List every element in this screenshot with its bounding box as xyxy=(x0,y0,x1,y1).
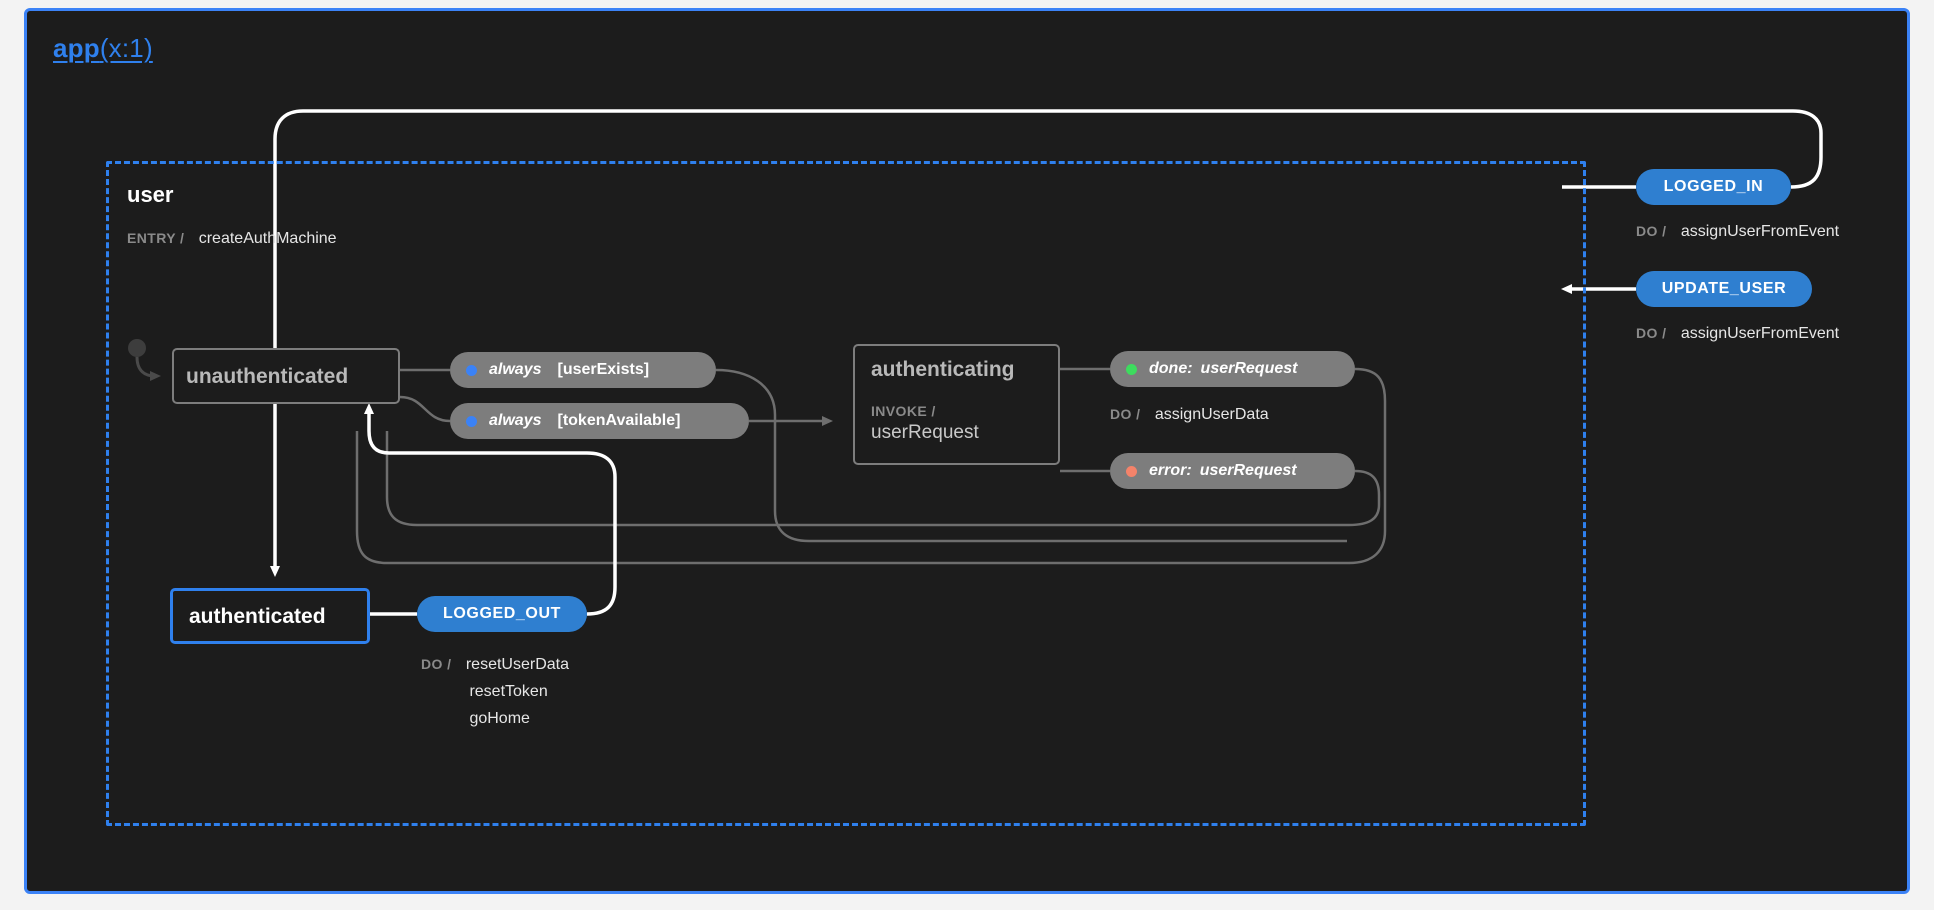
transition-pill-logged-out[interactable]: LOGGED_OUT xyxy=(417,596,587,632)
entry-keyword: ENTRY / xyxy=(127,230,185,246)
machine-title[interactable]: app(x:1) xyxy=(53,33,153,64)
action-row: DO / resetUserData xyxy=(421,651,569,678)
action-row: DO / assignUserFromEvent xyxy=(1636,320,1839,347)
transition-pill-error-userrequest[interactable]: error: userRequest xyxy=(1110,453,1355,489)
state-name-unauthenticated: unauthenticated xyxy=(186,365,349,388)
action-name: assignUserFromEvent xyxy=(1680,325,1840,342)
transition-pill-update-user[interactable]: UPDATE_USER xyxy=(1636,271,1812,307)
action-name: assignUserData xyxy=(1154,406,1269,423)
invoke-src: userRequest xyxy=(871,422,979,443)
transition-pill-always-tokenavailable[interactable]: always [tokenAvailable] xyxy=(450,403,749,439)
compound-state-entry: ENTRY / createAuthMachine xyxy=(127,230,337,248)
machine-title-key: app xyxy=(53,33,100,63)
do-keyword: DO / xyxy=(1636,325,1667,341)
action-row: resetToken xyxy=(421,678,569,705)
compound-state-user[interactable]: user ENTRY / createAuthMachine xyxy=(106,161,1586,826)
do-keyword: DO / xyxy=(1110,406,1141,422)
event-detail-label: userRequest xyxy=(1199,462,1297,479)
event-label: always xyxy=(489,361,542,378)
event-dot-icon xyxy=(466,364,477,376)
invoke-keyword: INVOKE / xyxy=(871,403,936,419)
actions-logged-out: DO / resetUserData resetToken goHome xyxy=(421,651,569,732)
event-dot-icon xyxy=(1126,465,1137,477)
transition-pill-logged-in[interactable]: LOGGED_IN xyxy=(1636,169,1791,205)
state-name-authenticating: authenticating xyxy=(871,358,1015,381)
state-node-authenticating[interactable]: authenticating INVOKE / userRequest xyxy=(853,344,1060,465)
event-dot-icon xyxy=(466,415,477,427)
guard-label: [tokenAvailable] xyxy=(557,412,681,429)
action-name: resetUserData xyxy=(465,656,569,673)
event-label: LOGGED_IN xyxy=(1663,178,1764,195)
machine-title-context: (x:1) xyxy=(99,33,153,63)
event-label: always xyxy=(489,412,542,429)
action-name: assignUserFromEvent xyxy=(1680,223,1840,240)
machine-container: app(x:1) xyxy=(24,8,1910,894)
transition-pill-always-userexists[interactable]: always [userExists] xyxy=(450,352,716,388)
entry-action: createAuthMachine xyxy=(198,230,337,247)
transition-pill-done-userrequest[interactable]: done: userRequest xyxy=(1110,351,1355,387)
guard-label: [userExists] xyxy=(557,361,650,378)
action-row: DO / assignUserData xyxy=(1110,401,1269,428)
action-name: resetToken xyxy=(469,683,548,700)
state-node-unauthenticated[interactable]: unauthenticated xyxy=(172,348,400,404)
actions-update-user: DO / assignUserFromEvent xyxy=(1636,320,1839,347)
state-name-authenticated: authenticated xyxy=(189,605,326,628)
event-label: done: xyxy=(1149,360,1193,377)
compound-state-title: user xyxy=(127,182,174,207)
event-label: UPDATE_USER xyxy=(1661,280,1787,297)
state-node-authenticated[interactable]: authenticated xyxy=(170,588,370,644)
invoke-block: INVOKE / userRequest xyxy=(871,403,979,444)
actions-done-userrequest: DO / assignUserData xyxy=(1110,401,1269,428)
event-detail-label: userRequest xyxy=(1200,360,1298,377)
action-row: goHome xyxy=(421,705,569,732)
action-name: goHome xyxy=(469,710,530,727)
event-label: error: xyxy=(1149,462,1192,479)
event-label: LOGGED_OUT xyxy=(442,605,561,622)
actions-logged-in: DO / assignUserFromEvent xyxy=(1636,218,1839,245)
event-dot-icon xyxy=(1126,363,1137,375)
do-keyword: DO / xyxy=(421,656,452,672)
action-row: DO / assignUserFromEvent xyxy=(1636,218,1839,245)
do-keyword: DO / xyxy=(1636,223,1667,239)
